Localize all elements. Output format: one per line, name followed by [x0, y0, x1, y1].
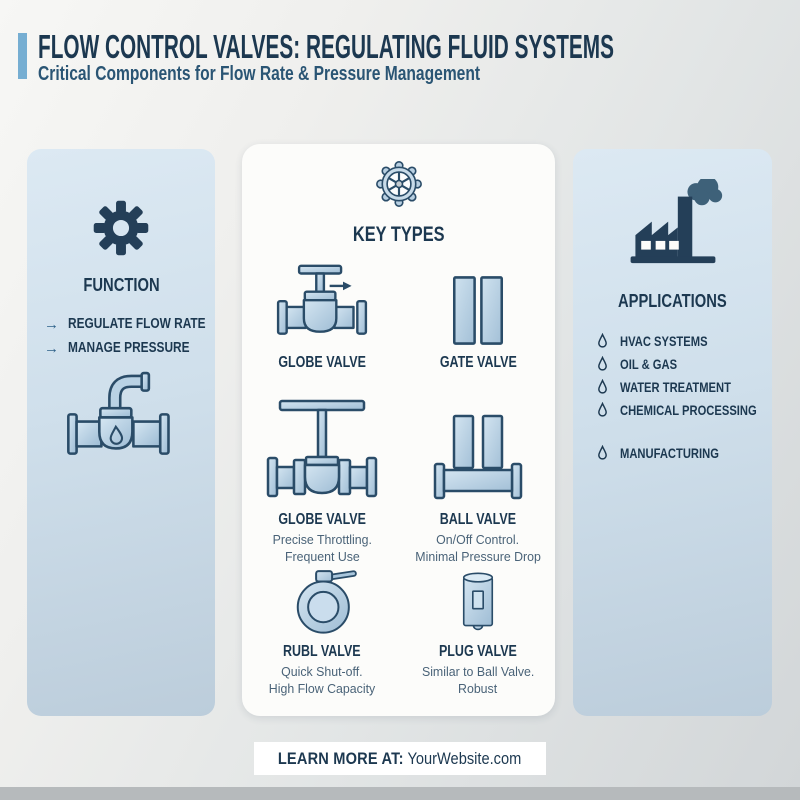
list-item: CHEMICAL PROCESSING: [597, 398, 791, 421]
valve-name: GLOBE VALVE: [278, 511, 366, 528]
applications-heading: APPLICATIONS: [618, 291, 727, 311]
applications-list: HVAC SYSTEMS OIL & GAS WATER TREATMENT C…: [597, 329, 791, 464]
valve-description: On/Off Control. Minimal Pressure Drop: [415, 532, 541, 565]
list-item: MANUFACTURING: [597, 441, 791, 464]
arrow-bullet-icon: →: [44, 315, 59, 333]
function-panel: FUNCTION → REGULATE FLOW RATE → MANAGE P…: [27, 149, 215, 716]
droplet-icon: [598, 445, 607, 460]
list-item: → REGULATE FLOW RATE: [44, 315, 206, 333]
arrow-bullet-icon: →: [44, 339, 59, 357]
key-types-heading: KEY TYPES: [352, 223, 445, 246]
list-item: OIL & GAS: [597, 352, 791, 375]
footer-banner: LEARN MORE AT: YourWebsite.com: [254, 742, 546, 775]
factory-icon: [573, 179, 772, 272]
valve-name: BALL VALVE: [439, 511, 517, 528]
globe-valve-icon: [272, 261, 372, 347]
droplet-icon: [598, 356, 607, 371]
page-subtitle: Critical Components for Flow Rate & Pres…: [38, 63, 481, 85]
footer-website-link[interactable]: YourWebsite.com: [407, 748, 522, 768]
droplet-icon: [598, 379, 607, 394]
applications-panel: APPLICATIONS HVAC SYSTEMS OIL & GAS WATE…: [573, 149, 772, 716]
gate-valve-icon: [439, 261, 517, 347]
title-accent-bar: [18, 33, 27, 79]
plug-valve-icon: [454, 566, 502, 636]
valve-card: GLOBE VALVE: [248, 261, 396, 372]
bottom-border-strip: [0, 787, 800, 800]
valve-card: RUBL VALVE Quick Shut-off. High Flow Cap…: [248, 566, 396, 697]
valve-name: GATE VALVE: [439, 354, 517, 371]
valve-description: Quick Shut-off. High Flow Capacity: [268, 664, 376, 697]
footer-label: LEARN MORE AT:: [278, 748, 405, 768]
valve-card: BALL VALVE On/Off Control. Minimal Press…: [404, 396, 552, 565]
droplet-icon: [598, 402, 607, 417]
list-item: → MANAGE PRESSURE: [44, 339, 190, 357]
valve-name: GLOBE VALVE: [278, 354, 366, 371]
round-ball-valve-icon: [281, 566, 364, 636]
list-item: HVAC SYSTEMS: [597, 329, 791, 352]
valve-card: PLUG VALVE Similar to Ball Valve. Robust: [404, 566, 552, 697]
gear-icon: [27, 197, 215, 259]
valve-card: GLOBE VALVE Precise Throttling. Frequent…: [248, 396, 396, 565]
page-title: FLOW CONTROL VALVES: REGULATING FLUID SY…: [38, 28, 614, 65]
key-types-panel: KEY TYPES: [242, 144, 555, 716]
valve-description: Precise Throttling. Frequent Use: [272, 532, 372, 565]
ball-valve-icon: [430, 396, 526, 504]
function-list: → REGULATE FLOW RATE → MANAGE PRESSURE: [44, 312, 236, 360]
valve-name: PLUG VALVE: [439, 643, 517, 660]
handwheel-icon: [242, 157, 555, 211]
valve-card: GATE VALVE: [404, 261, 552, 372]
list-item: WATER TREATMENT: [597, 375, 791, 398]
valve-name: RUBL VALVE: [283, 643, 361, 660]
globe-valve-long-icon: [264, 396, 380, 504]
pipe-valve-icon: [27, 371, 215, 466]
function-heading: FUNCTION: [82, 275, 160, 295]
valve-description: Similar to Ball Valve. Robust: [421, 664, 535, 697]
droplet-icon: [598, 333, 607, 348]
